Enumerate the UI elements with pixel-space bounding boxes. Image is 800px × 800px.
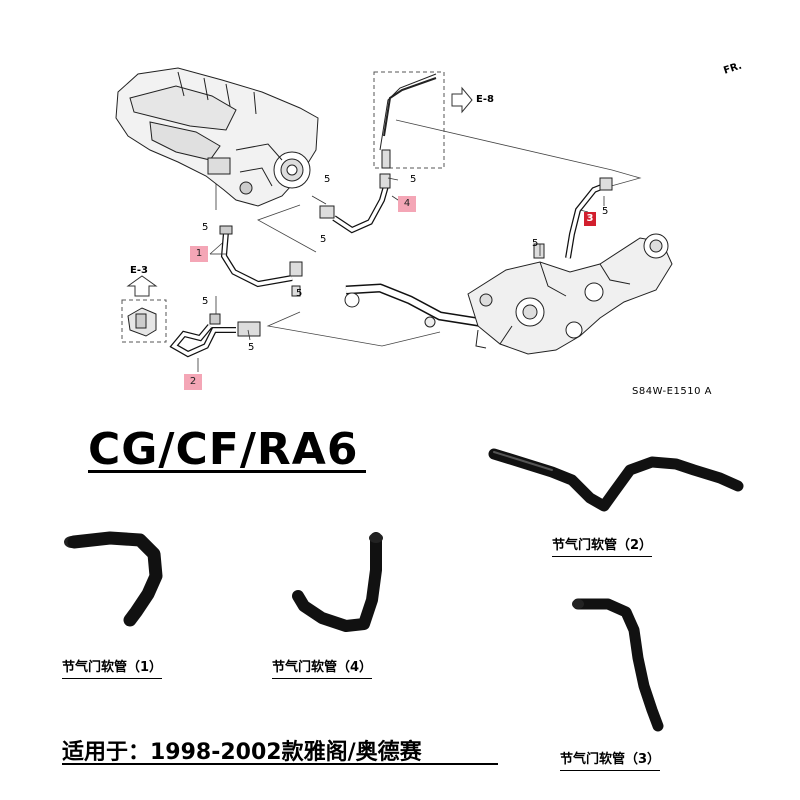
clip-label: 5 xyxy=(410,174,417,185)
hose-1-photo xyxy=(64,531,163,627)
clip-label: 5 xyxy=(324,174,331,185)
hose-4-caption: 节气门软管（4） xyxy=(272,656,373,679)
callout-4: 4 xyxy=(398,196,416,212)
model-heading: CG/CF/RA6 xyxy=(88,424,359,475)
diagram-hose-1 xyxy=(219,225,303,297)
hose-1-caption: 节气门软管（1） xyxy=(62,656,163,679)
figure-code: S84W-E1510 A xyxy=(632,386,712,397)
diagram-hose-3 xyxy=(565,177,613,259)
diagram-hose-4 xyxy=(319,173,391,234)
clip-label: 5 xyxy=(602,206,609,217)
clip-label: 5 xyxy=(532,238,539,249)
clip-label: 5 xyxy=(320,234,327,245)
hose-2-caption: 节气门软管（2） xyxy=(552,534,653,557)
ref-e8: E-8 xyxy=(476,94,494,105)
diagram-hose-2 xyxy=(169,313,261,358)
model-heading-underline xyxy=(88,470,366,473)
clip-label: 5 xyxy=(248,342,255,353)
clip-label: 5 xyxy=(202,296,209,307)
fitment-text: 适用于：1998-2002款雅阁/奥德赛 xyxy=(62,740,422,765)
hose-3-photo xyxy=(572,598,664,732)
hose-4-photo xyxy=(292,532,383,632)
callout-3: 3 xyxy=(584,212,596,226)
hose-2-photo xyxy=(488,448,744,512)
callout-1: 1 xyxy=(190,246,208,262)
callout-2: 2 xyxy=(184,374,202,390)
hose-3-caption: 节气门软管（3） xyxy=(560,748,661,771)
parts-diagram xyxy=(115,67,673,372)
ref-e3: E-3 xyxy=(130,265,148,276)
water-outlet-housing xyxy=(467,233,673,355)
clip-label: 5 xyxy=(202,222,209,233)
clip-label: 5 xyxy=(296,288,303,299)
fitment-underline xyxy=(62,763,498,765)
throttle-body-assembly xyxy=(115,67,319,207)
